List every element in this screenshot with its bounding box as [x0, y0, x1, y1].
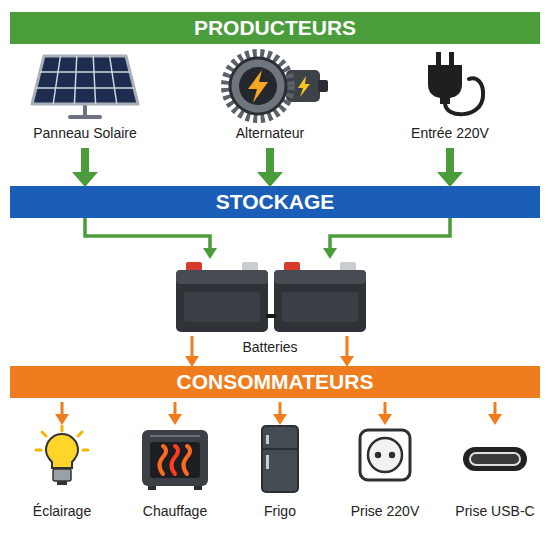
flow-arrow — [266, 148, 274, 172]
flow-arrow — [384, 402, 387, 414]
flow-arrow — [81, 148, 89, 172]
flow-arrow — [85, 218, 210, 248]
socket-recess — [368, 438, 402, 472]
usb-c-icon — [463, 447, 527, 471]
plug-body — [428, 65, 462, 98]
bulb-tip — [57, 481, 67, 485]
usb-c-slot — [470, 453, 520, 465]
flow-arrow — [330, 218, 450, 248]
heat-wave — [160, 446, 167, 474]
battery-bank: Batteries — [170, 258, 370, 336]
heater-vent — [150, 435, 200, 437]
socket-hole — [389, 452, 395, 458]
battery-link — [266, 314, 276, 318]
battery-lid — [176, 270, 268, 284]
battery-panel — [184, 292, 260, 322]
panel-surface — [32, 56, 138, 104]
socket-icon — [360, 430, 410, 480]
flow-arrow — [494, 402, 497, 414]
section-band: CONSOMMATEURS — [10, 366, 540, 398]
alternator-fins — [225, 53, 291, 119]
heater-panel — [150, 442, 200, 478]
alternator-icon — [225, 53, 328, 119]
component-label: Prise USB-C — [455, 502, 534, 520]
flow-arrow — [446, 148, 454, 172]
component-item: Chauffage — [125, 424, 225, 520]
socket-hole — [375, 452, 381, 458]
component-label: Panneau Solaire — [33, 124, 137, 142]
component-item: Prise USB-C — [445, 424, 545, 520]
heater-icon — [142, 430, 208, 490]
flow-arrow — [174, 402, 177, 414]
heater-body — [142, 430, 208, 486]
fridge-icon — [262, 426, 298, 492]
section-band: PRODUCTEURS — [10, 12, 540, 44]
band-title: CONSOMMATEURS — [177, 370, 374, 394]
bulb-base — [53, 469, 71, 481]
alternator-core — [239, 67, 277, 105]
component-item: Éclairage — [12, 424, 112, 520]
battery-lid — [274, 270, 366, 284]
usb-c-shell — [463, 447, 527, 471]
battery-body — [274, 270, 366, 332]
component-item: Frigo — [230, 424, 330, 520]
plug-prong — [436, 52, 441, 66]
flow-arrow — [279, 402, 282, 414]
component-item: Panneau Solaire — [25, 50, 145, 142]
bulb-glass — [46, 434, 78, 468]
component-label: Chauffage — [143, 502, 207, 520]
plug-prong — [449, 52, 454, 66]
panel-grid — [36, 56, 134, 104]
band-title: PRODUCTEURS — [194, 16, 356, 40]
component-label: Batteries — [170, 338, 370, 356]
fridge-divider — [262, 448, 298, 450]
plug-cable — [445, 78, 483, 114]
component-item: Entrée 220V — [390, 50, 510, 142]
fridge-body — [262, 426, 298, 492]
socket-plate — [360, 430, 410, 480]
component-item: Prise 220V — [335, 424, 435, 520]
heat-wave — [184, 446, 191, 474]
flow-arrow — [346, 336, 349, 356]
alternator-shaft — [318, 80, 328, 92]
component-label: Éclairage — [33, 502, 91, 520]
panel-stand — [70, 105, 100, 117]
component-label: Prise 220V — [351, 502, 419, 520]
heat-wave — [172, 446, 179, 474]
component-label: Entrée 220V — [411, 124, 489, 142]
battery-panel — [282, 292, 358, 322]
flow-arrow — [191, 336, 194, 356]
edge-group — [62, 148, 495, 414]
section-band: STOCKAGE — [10, 186, 540, 218]
battery-body — [176, 270, 268, 332]
battery-pair-icon — [176, 262, 366, 332]
lightning-symbol — [298, 76, 310, 97]
lightning-symbol — [248, 70, 268, 103]
component-label: Alternateur — [236, 124, 304, 142]
fridge-handle — [266, 435, 269, 444]
component-item: Alternateur — [210, 50, 330, 142]
alternator-body — [230, 58, 286, 114]
band-title: STOCKAGE — [216, 190, 335, 214]
bulb-icon — [36, 426, 88, 485]
fridge-handle — [266, 455, 269, 469]
flow-arrow — [61, 402, 64, 414]
solar-panel-icon — [32, 56, 138, 117]
component-label: Frigo — [264, 502, 296, 520]
plug-icon — [428, 52, 483, 114]
